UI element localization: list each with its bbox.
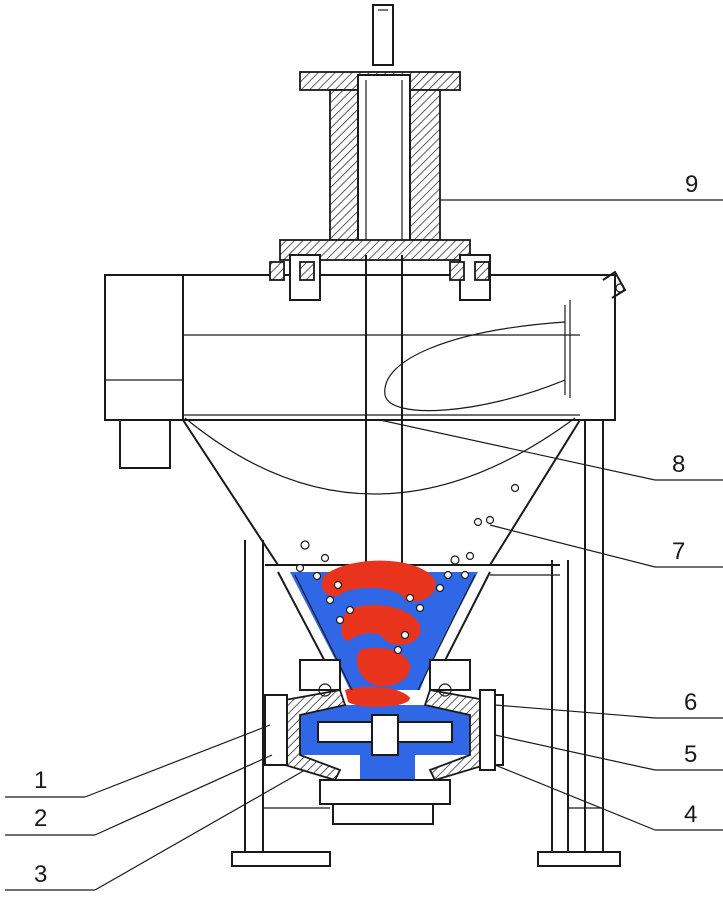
leader-lines xyxy=(5,199,723,891)
callout-8: 8 xyxy=(672,451,685,478)
callout-labels: 9 8 7 6 5 4 1 2 3 xyxy=(34,171,698,888)
callout-7: 7 xyxy=(672,538,685,565)
froth-vortex xyxy=(321,560,436,707)
callout-9: 9 xyxy=(685,171,698,198)
callout-6: 6 xyxy=(684,689,697,716)
pump-casing xyxy=(264,659,504,825)
callout-5: 5 xyxy=(684,741,697,768)
bubbles xyxy=(295,483,520,655)
callout-3: 3 xyxy=(34,861,47,888)
pump-shaft xyxy=(365,255,403,600)
callout-1: 1 xyxy=(34,767,47,794)
froth-tank xyxy=(104,270,627,576)
callout-4: 4 xyxy=(684,801,697,828)
bearing-assembly xyxy=(269,4,491,301)
callout-2: 2 xyxy=(34,805,47,832)
